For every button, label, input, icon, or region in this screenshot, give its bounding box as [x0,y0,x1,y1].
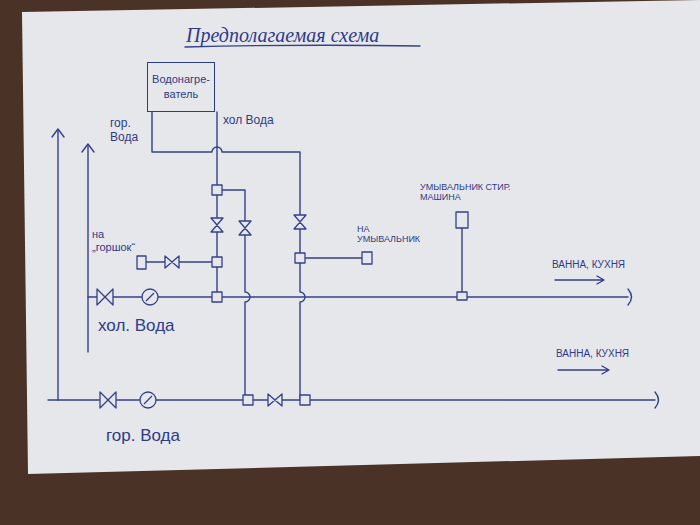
valve-symbol [239,221,251,235]
riser-tick [82,144,94,152]
tee [243,395,253,405]
pipe-label: хол. Вода [98,316,175,336]
flow-arrow [558,366,609,374]
hot-pipe [152,112,305,400]
pipe-label: ВАННА, КУХНЯ [552,259,625,271]
tee [212,292,222,302]
pipe-label: УМЫВАЛЬНИК СТИР. МАШИНА [420,182,512,203]
basin-branch [300,257,362,258]
heater-box: Водонагре- ватель [147,62,215,112]
pipe-label: гор. Вода [106,426,180,446]
hot-main [48,399,655,400]
faucet [456,212,468,228]
pipe-end [655,392,659,408]
cold-main [88,296,628,297]
flow-arrow [555,276,604,284]
valve-symbol [294,215,306,229]
faucet [137,256,146,269]
pipe-label: ВАННА, КУХНЯ [556,348,629,360]
pipe-label: гор. Вода [110,117,144,145]
node-text: Водонагре- ватель [151,72,211,102]
tee [212,185,222,195]
riser-tick [52,129,64,137]
gauge-needle [146,293,154,301]
pipe-label: хол Вода [223,114,274,128]
gauge-needle [144,396,152,404]
paper-sheet [22,0,700,474]
riser [57,130,58,400]
pipe-label: на „горшок“ [92,228,146,253]
diagram-title: Предполагаемая схема [186,24,379,47]
toilet-branch [146,261,217,262]
valve-symbol [211,218,223,232]
tee [457,292,467,300]
gauge-symbol [140,392,156,408]
pipe-label: НА УМЫВАЛЬНИК [357,224,429,245]
machine-branch [461,228,462,297]
valve-symbol [97,289,113,305]
tee [300,395,310,405]
gauge-symbol [142,289,158,305]
tee [295,253,305,263]
cold-pipe [216,112,217,297]
pipe-end [628,289,632,305]
valve-symbol [100,392,116,408]
faucet [362,252,372,264]
valve-symbol [165,256,179,268]
tee [212,257,222,267]
valve-symbol [268,394,282,406]
riser [87,145,88,352]
